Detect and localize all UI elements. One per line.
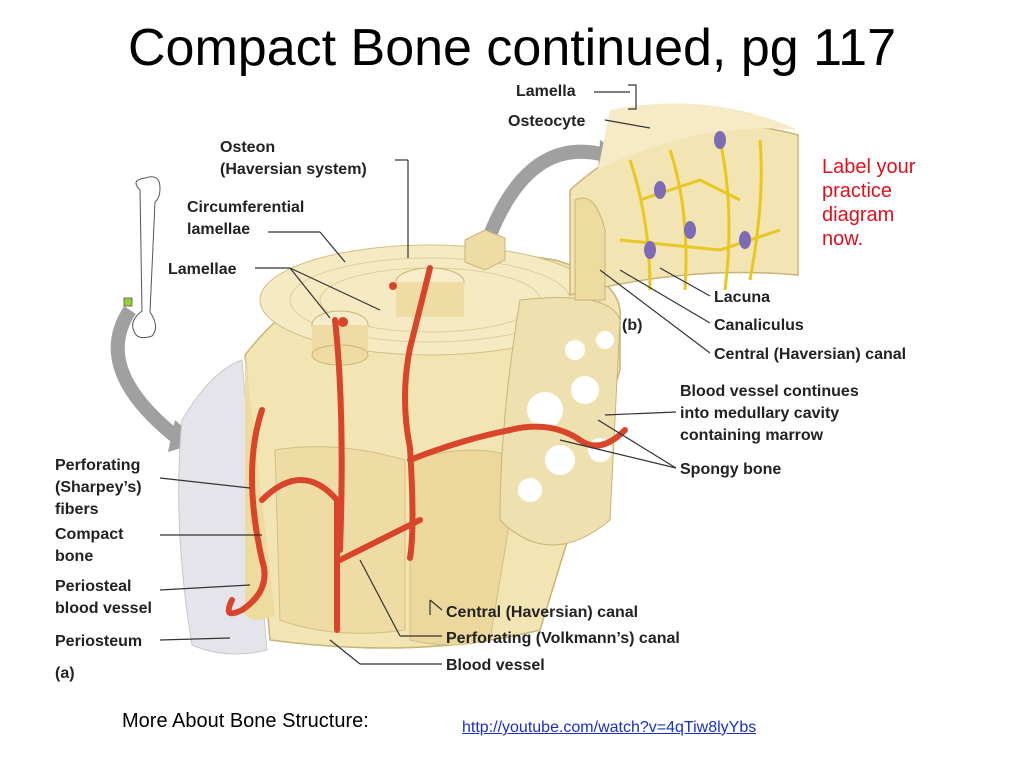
label-periosteum: Periosteum <box>55 633 142 650</box>
periosteum-layer <box>178 359 268 655</box>
label-part-b: (b) <box>622 317 642 334</box>
compact-bone-block <box>225 244 628 649</box>
slide-title: Compact Bone continued, pg 117 <box>127 19 896 76</box>
label-periosteal-1: Periosteal <box>55 578 131 595</box>
osteon-detail-block <box>569 103 799 301</box>
label-perforating-2: (Sharpey’s) <box>55 479 142 496</box>
label-lacuna: Lacuna <box>714 289 770 306</box>
label-osteocyte: Osteocyte <box>508 113 585 130</box>
label-circ-lamellae: lamellae <box>187 221 250 238</box>
label-bv-continues-1: Blood vessel continues <box>680 383 859 400</box>
label-canaliculus: Canaliculus <box>714 317 804 334</box>
label-lamella: Lamella <box>516 83 576 100</box>
label-perforating-1: Perforating <box>55 457 140 474</box>
label-haversian-system: (Haversian system) <box>220 161 367 178</box>
label-part-a: (a) <box>55 665 75 682</box>
leader-lines <box>159 84 711 665</box>
note-line: practice <box>822 180 893 202</box>
label-lamellae: Lamellae <box>168 261 237 278</box>
zoom-arrow-b <box>483 144 607 238</box>
label-osteon: Osteon <box>220 139 275 156</box>
label-central-canal-a: Central (Haversian) canal <box>446 604 638 621</box>
note-line: diagram <box>822 204 895 226</box>
note-line: Label your <box>822 156 916 178</box>
instruction-note: Label your practice diagram now. <box>822 155 915 251</box>
note-line: now. <box>822 228 864 250</box>
label-periosteal-2: blood vessel <box>55 600 152 617</box>
label-circumferential: Circumferential <box>187 199 304 216</box>
label-spongy-bone: Spongy bone <box>680 461 781 478</box>
sample-cube <box>464 229 506 271</box>
label-blood-vessel: Blood vessel <box>446 657 545 674</box>
bone-diagram: Lamella Osteocyte Osteon (Haversian syst… <box>55 83 906 682</box>
more-about-label: More About Bone Structure: <box>122 710 369 732</box>
label-compact-1: Compact <box>55 526 124 543</box>
label-bv-continues-2: into medullary cavity <box>680 405 839 422</box>
label-compact-2: bone <box>55 548 93 565</box>
label-volkmann: Perforating (Volkmann’s) canal <box>446 630 680 647</box>
youtube-link[interactable]: http://youtube.com/watch?v=4qTiw8lyYbs <box>462 719 757 736</box>
label-central-canal-b: Central (Haversian) canal <box>714 346 906 363</box>
zoom-arrow-a <box>110 306 185 446</box>
label-bv-continues-3: containing marrow <box>680 427 824 444</box>
blood-vessels <box>225 265 628 633</box>
long-bone-icon <box>123 176 161 339</box>
label-perforating-3: fibers <box>55 501 99 518</box>
